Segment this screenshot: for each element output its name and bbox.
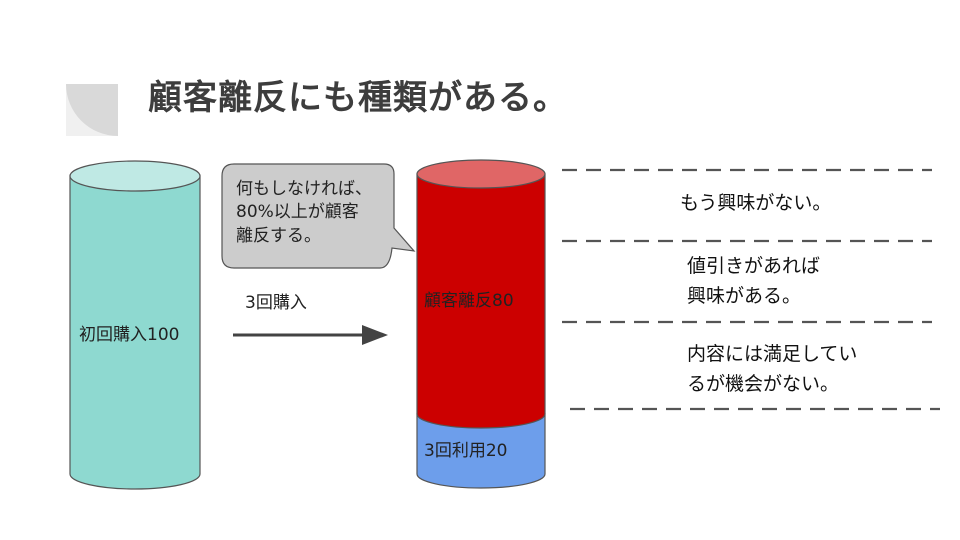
right-cylinder-top (416, 159, 546, 189)
segment-churned (416, 173, 546, 429)
reason-line: もう興味がない。 (680, 192, 832, 214)
reason-line: 興味がある。 (687, 285, 802, 308)
speech-bubble-line: 離反する。 (236, 225, 321, 246)
arrow-head (362, 325, 388, 345)
arrow (233, 325, 388, 345)
speech-bubble (221, 163, 416, 269)
segment-retained-label: 3回利用20 (424, 441, 508, 461)
left-cylinder-label: 初回購入100 (79, 325, 180, 345)
reason-1: もう興味がない。 (680, 188, 831, 218)
reason-separators (562, 168, 940, 411)
segment-retained (416, 413, 546, 489)
left-cylinder (69, 160, 201, 490)
arrow-label: 3回購入 (245, 293, 307, 313)
segment-churned-label: 顧客離反80 (424, 291, 514, 311)
corner-decoration (66, 84, 118, 136)
decor-arc (66, 84, 118, 136)
page-title: 顧客離反にも種類がある。 (148, 78, 568, 118)
reason-line: るが機会がない。 (687, 373, 840, 396)
speech-bubble-line: 何もしなければ、 (236, 179, 372, 199)
speech-bubble-line: 80%以上が顧客 (236, 202, 359, 223)
left-cylinder-top (69, 160, 201, 192)
reason-line: 内容には満足してい (687, 343, 858, 365)
reason-3: 内容には満足してい るが機会がない。 (687, 339, 857, 400)
reason-line: 値引きがあれば (687, 255, 821, 277)
right-cylinder (416, 159, 546, 489)
reason-2: 値引きがあれば 興味がある。 (687, 251, 820, 312)
left-cylinder-body (69, 175, 201, 490)
speech-bubble-text: 何もしなければ、 80%以上が顧客 離反する。 (236, 178, 386, 248)
